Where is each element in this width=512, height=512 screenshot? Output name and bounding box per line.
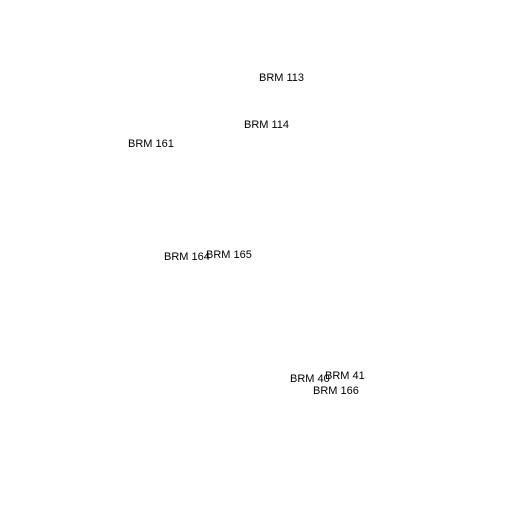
map-label-brm-41: BRM 41 [325, 370, 365, 382]
map-label-brm-166: BRM 166 [313, 385, 359, 397]
map-label-brm-164: BRM 164 [164, 251, 210, 263]
map-label-brm-161: BRM 161 [128, 138, 174, 150]
map-label-brm-40: BRM 40 [290, 373, 330, 385]
map-label-brm-165: BRM 165 [206, 249, 252, 261]
map-label-brm-114: BRM 114 [244, 119, 290, 131]
map-label-brm-113: BRM 113 [259, 72, 305, 84]
